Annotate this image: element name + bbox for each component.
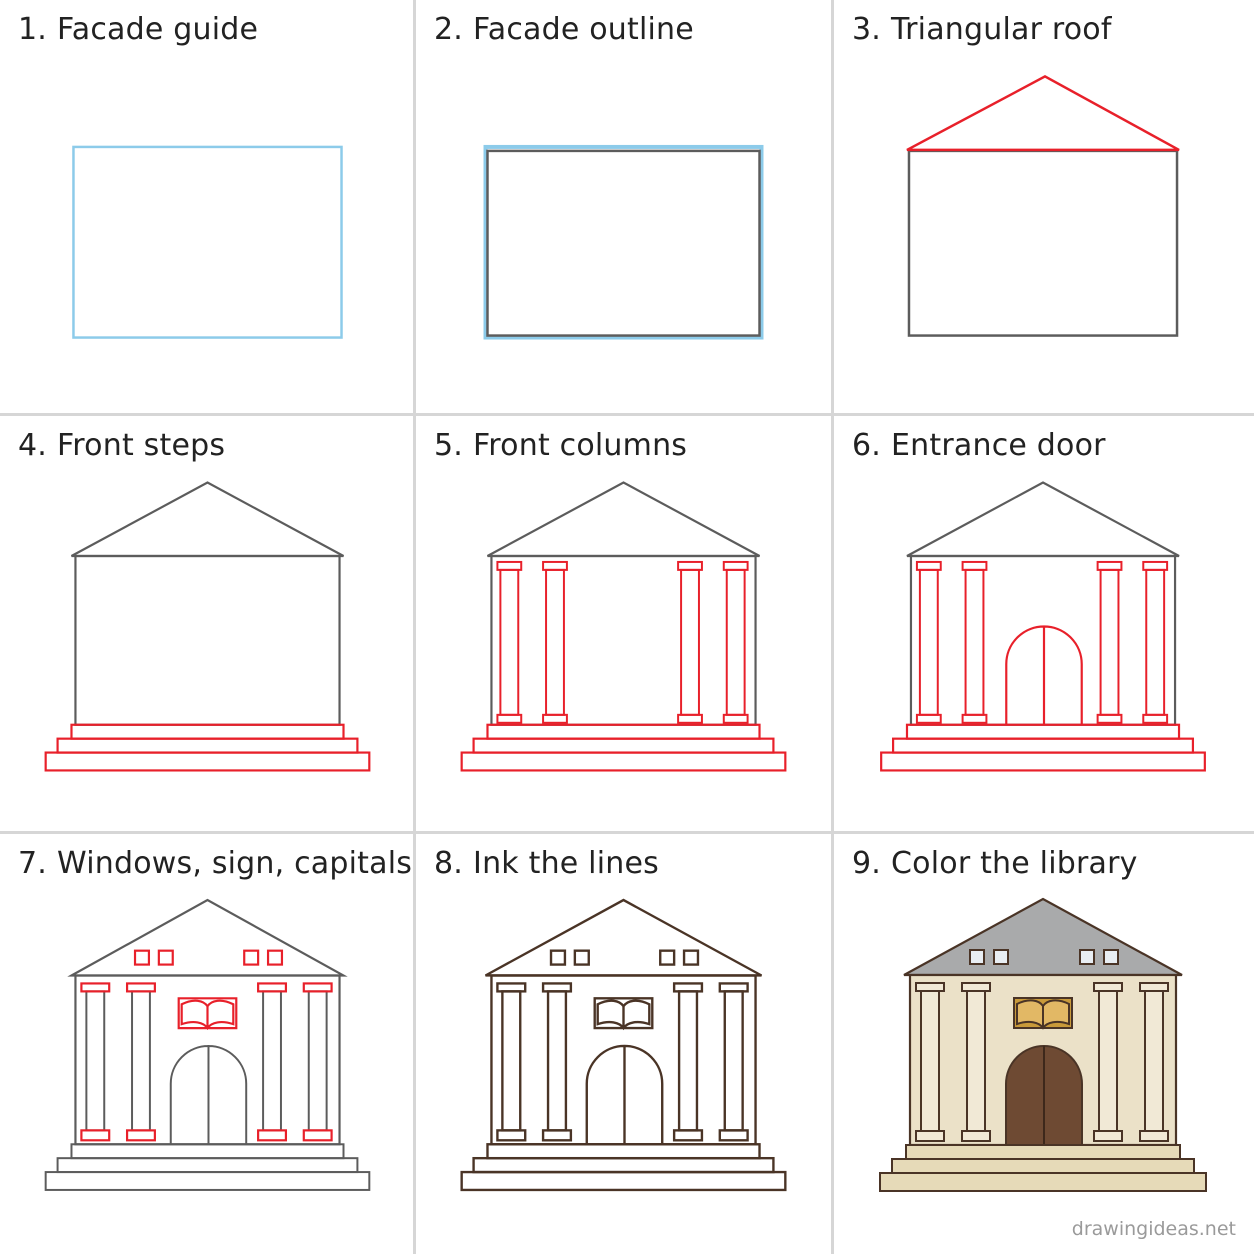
step-label: Front steps: [57, 428, 226, 463]
step-middle: [56, 737, 359, 754]
library-drawing: [460, 898, 787, 1192]
site-watermark: drawingideas.net: [1071, 1218, 1236, 1240]
pediment-windows-colored: [969, 949, 1119, 965]
facade-outline-rect: [907, 149, 1179, 337]
step-title: 5. Front columns: [434, 428, 687, 463]
column: [915, 560, 942, 724]
front-steps: [460, 723, 787, 772]
step-panel-1: 1. Facade guide: [0, 0, 416, 416]
library-drawing: [44, 898, 371, 1191]
step-top: [70, 723, 345, 740]
front-steps: [880, 723, 1206, 772]
column: [677, 560, 703, 724]
step-title: 2. Facade outline: [434, 12, 694, 47]
step-title: 8. Ink the lines: [434, 846, 659, 881]
column: [542, 560, 568, 724]
step-panel-2: 2. Facade outline: [416, 0, 834, 416]
columns-colored: [915, 982, 1169, 1142]
roof-outline: [906, 481, 1180, 558]
front-steps: [44, 1143, 371, 1191]
roof-outline: [484, 898, 763, 977]
triangular-roof: [906, 75, 1180, 152]
column: [496, 560, 523, 724]
book-sign: [177, 997, 238, 1031]
step-title: 4. Front steps: [18, 428, 225, 463]
step-label: Facade guide: [57, 12, 259, 47]
step-number: 3.: [852, 12, 882, 47]
library-drawing: [879, 897, 1207, 1192]
step-number: 5.: [434, 428, 464, 463]
step-title: 9. Color the library: [852, 846, 1138, 881]
step-number: 1.: [18, 12, 48, 47]
column: [722, 560, 749, 724]
front-columns: [496, 560, 749, 724]
step-label: Facade outline: [473, 12, 694, 47]
entrance-door: [169, 1044, 248, 1145]
step-number: 9.: [852, 846, 882, 881]
column-capitals: [80, 982, 333, 1142]
entrance-door: [1005, 625, 1083, 725]
roof-colored: [903, 897, 1183, 977]
step-label: Entrance door: [891, 428, 1106, 463]
step-number: 7.: [18, 846, 48, 881]
library-drawing: [880, 481, 1206, 772]
step-panel-5: 5. Front columns: [416, 416, 834, 834]
step-label: Ink the lines: [473, 846, 659, 881]
front-steps-colored: [879, 1144, 1207, 1192]
entrance-door: [585, 1044, 664, 1145]
library-drawing: [906, 75, 1180, 337]
step-number: 2.: [434, 12, 464, 47]
step-panel-8: 8. Ink the lines: [416, 834, 834, 1254]
step-number: 4.: [18, 428, 48, 463]
roof-outline: [67, 898, 348, 977]
step-title: 3. Triangular roof: [852, 12, 1112, 47]
step-number: 6.: [852, 428, 882, 463]
facade-outline-rect: [486, 149, 761, 337]
column: [1096, 560, 1123, 724]
step-title: 6. Entrance door: [852, 428, 1106, 463]
library-drawing: [483, 144, 764, 340]
library-drawing: [72, 145, 343, 339]
step-label: Color the library: [891, 846, 1138, 881]
step-title: 1. Facade guide: [18, 12, 258, 47]
front-columns: [915, 560, 1169, 724]
step-panel-6: 6. Entrance door: [834, 416, 1254, 834]
facade-guide-rect: [72, 145, 343, 339]
step-title: 7. Windows, sign, capitals: [18, 846, 412, 881]
inked-lines: [460, 898, 787, 1192]
step-label: Front columns: [473, 428, 688, 463]
facade-wall: [490, 554, 757, 726]
step-label: Windows, sign, capitals: [57, 846, 413, 881]
facade-guide-rect: [483, 144, 764, 340]
step-label: Triangular roof: [891, 12, 1112, 47]
roof-outline: [486, 481, 761, 558]
step-panel-7: 7. Windows, sign, capitals: [0, 834, 416, 1254]
step-bottom: [44, 751, 371, 772]
book-sign: [593, 997, 654, 1031]
step-panel-9: 9.Color the library drawingide: [834, 834, 1254, 1254]
book-pages: [1016, 999, 1070, 1030]
column: [961, 560, 988, 724]
step-number: 8.: [434, 846, 464, 881]
library-drawing: [44, 481, 371, 772]
pediment-windows: [133, 949, 284, 966]
library-drawing: [460, 481, 787, 772]
step-panel-4: 4. Front steps: [0, 416, 416, 834]
roof-outline: [70, 481, 345, 558]
step-panel-3: 3. Triangular roof: [834, 0, 1254, 416]
facade-wall: [74, 554, 341, 726]
column: [1142, 560, 1169, 724]
